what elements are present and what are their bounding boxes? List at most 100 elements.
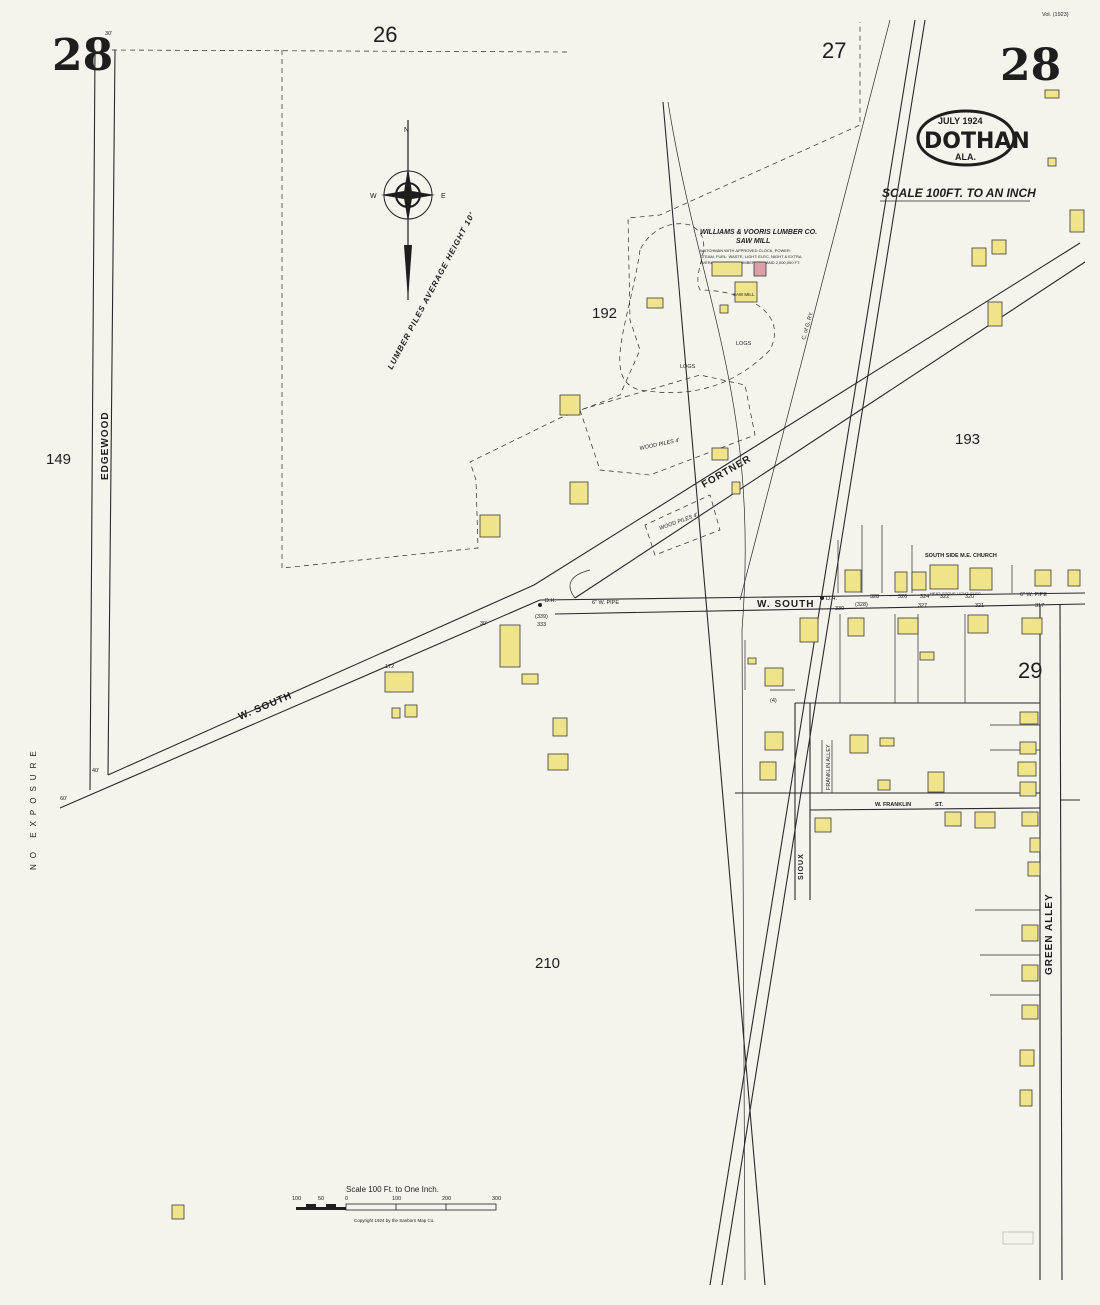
building (897, 617, 919, 635)
scale-note: SCALE 100FT. TO AN INCH (882, 186, 1036, 200)
address-label: 326 (898, 594, 907, 600)
sheet-number-left: 28 (52, 30, 113, 81)
building (1067, 569, 1081, 587)
address-label: 333 (537, 622, 546, 628)
scale-tick: 0 (345, 1196, 348, 1202)
building (646, 297, 664, 309)
dim-label-2: 40' (92, 768, 99, 774)
building (747, 657, 757, 665)
church-building (929, 564, 959, 590)
address-label: 320 (965, 594, 974, 600)
building (911, 571, 927, 591)
building (927, 771, 945, 793)
building (1021, 924, 1039, 942)
w-franklin-edge-south (809, 807, 1041, 811)
building (759, 761, 777, 781)
building (1027, 861, 1041, 877)
building (499, 624, 521, 668)
shed (171, 1204, 185, 1220)
building (719, 304, 729, 314)
hydrant-icon (538, 603, 542, 607)
railroad-main-east-rail (721, 19, 926, 1286)
lot-lines (744, 525, 1040, 996)
address-label: (339) (535, 614, 548, 620)
st-label: ST. (935, 802, 943, 808)
dh-label-1: D.H. (545, 598, 556, 604)
address-label: 330 (835, 606, 844, 612)
shed (521, 673, 539, 685)
lumber-company-name: WILLIAMS & VOORIS LUMBER CO. (700, 229, 817, 236)
building (1069, 209, 1085, 233)
building (1021, 811, 1039, 827)
building (987, 301, 1003, 327)
scale-tick: 100 (292, 1196, 301, 1202)
adjacent-sheet-26: 26 (373, 22, 397, 47)
wood-piles-label-1: WOOD PILES 4' (639, 437, 681, 451)
building (1019, 1049, 1035, 1067)
address-label: 172 (385, 664, 394, 670)
dim-label-3: 60' (60, 796, 67, 802)
franklin-alley-label: FRANKLIN ALLEY (826, 744, 832, 790)
block-number-149: 149 (46, 451, 71, 468)
railroad-main-west-rail (709, 19, 916, 1286)
address-label: 321 (975, 603, 984, 609)
railroad-track-3 (739, 19, 891, 601)
block-number-192: 192 (592, 305, 617, 322)
building (1034, 569, 1052, 587)
lumber-piles-label: LUMBER PILES AVERAGE HEIGHT 10' (386, 210, 477, 371)
shed (877, 779, 891, 791)
scale-bar: Scale 100 Ft. to One Inch. 100 50 0 100 … (292, 1185, 501, 1223)
building (1044, 89, 1060, 99)
building (814, 817, 832, 833)
adjacent-sheet-29: 29 (1018, 658, 1042, 683)
building (391, 707, 401, 719)
green-alley-edge-east (1059, 604, 1063, 1281)
address-label: 327 (918, 603, 927, 609)
address-label: (328) (855, 602, 868, 608)
lumber-company-note-3: AVERAGE AMOUNT LUMBER ON HAND 2,000,000 … (700, 260, 800, 265)
copyright-note: Copyright 1924 by the Sanborn Map Co. (354, 1218, 435, 1223)
building (991, 239, 1007, 255)
shed (552, 717, 568, 737)
building (711, 447, 729, 461)
block-number-210: 210 (535, 955, 560, 972)
w-south-east-label: W. SOUTH (757, 599, 814, 610)
church-label: SOUTH SIDE M.E. CHURCH (925, 553, 997, 559)
building (384, 671, 414, 693)
address-label: 317 (1035, 603, 1044, 609)
w-south-west-label: W. SOUTH (237, 690, 294, 723)
edgewood-street-edge-west (89, 49, 96, 791)
block-number-193: 193 (955, 431, 980, 448)
building (569, 481, 589, 505)
dim-label-1: 30' (105, 31, 112, 37)
wood-piles-area (579, 374, 756, 476)
saw-mill-building (734, 281, 758, 303)
building (1047, 157, 1057, 167)
address-label: 322 (940, 594, 949, 600)
lumber-company-sub: SAW MILL (736, 238, 770, 245)
lumber-company-note-2: STEAM, FUEL: WASTE, LIGHT: ELEC. NIGHT &… (700, 254, 802, 259)
w-south-diagonal-edge-north (107, 584, 535, 776)
saw-mill-label: SAW MILL (733, 292, 755, 297)
green-alley-label: GREEN ALLEY (1044, 893, 1055, 975)
road-curve (569, 569, 591, 599)
lumber-yard-boundary (281, 22, 861, 569)
svg-text:E: E (441, 193, 446, 200)
no-exposure-note: NO EXPOSURE (29, 745, 38, 870)
sioux-street-label: SIOUX (798, 853, 805, 880)
lumber-company-note-1: WATCHMAN WITH APPROVED CLOCK, POWER: (700, 248, 791, 253)
corner-reference: Vol. (1923) (1042, 12, 1069, 18)
scale-tick: 300 (492, 1196, 501, 1202)
building (1017, 761, 1037, 777)
shed (547, 753, 569, 771)
w-south-diagonal-edge-south (59, 599, 541, 809)
building (969, 567, 993, 591)
sheet-boundary-line (111, 49, 569, 53)
building (764, 731, 784, 751)
building (944, 811, 962, 827)
logs-label-1: LOGS (680, 364, 696, 370)
fortner-street-edge-north (533, 242, 1081, 586)
buildings (171, 89, 1085, 1220)
building (967, 614, 989, 634)
